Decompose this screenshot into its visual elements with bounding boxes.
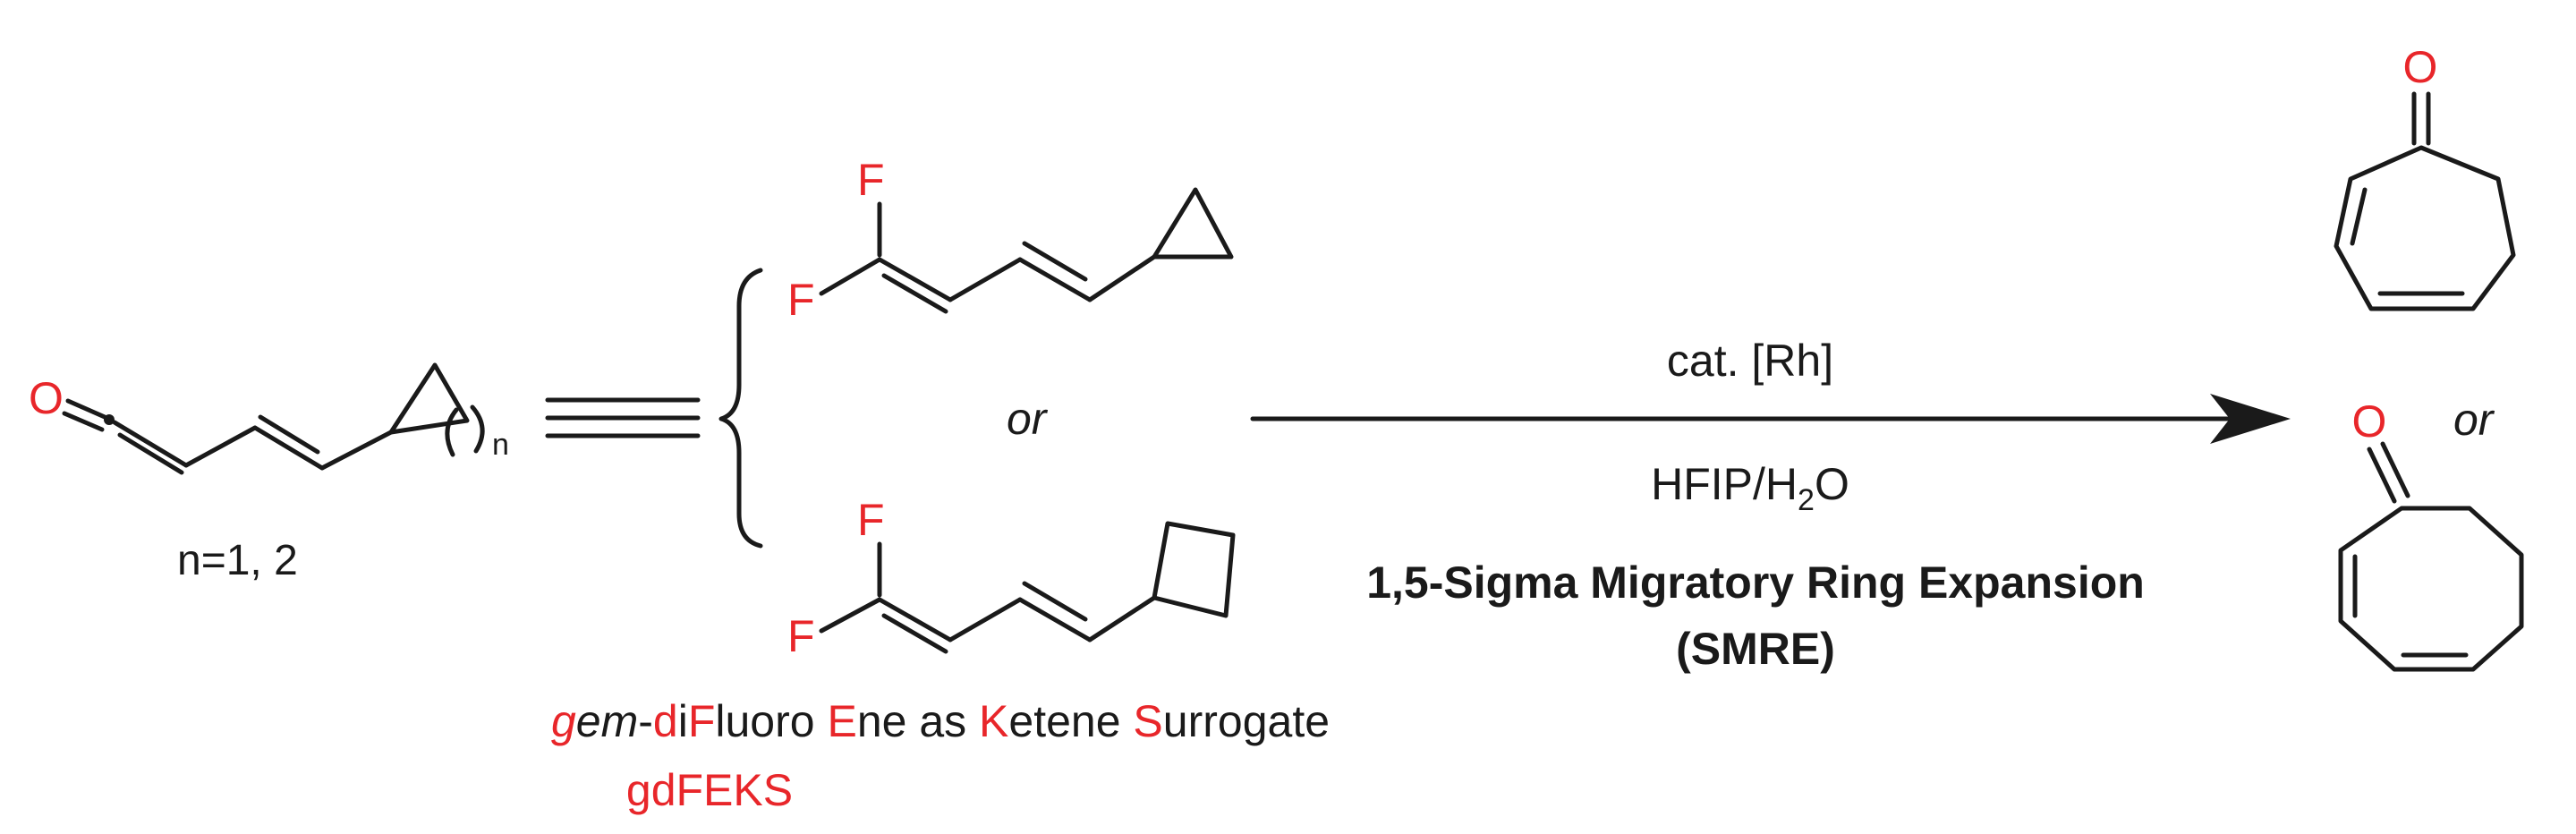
solvent-subscript: 2 (1798, 483, 1815, 517)
diene-ring-bond (1087, 254, 1157, 302)
product2-oxygen-label: O (2352, 396, 2387, 447)
ketene-ring-bond (319, 430, 394, 471)
ketene-structure: O n n=1, 2 (29, 362, 509, 584)
caption-part: S (1133, 696, 1162, 746)
equivalence-sign (545, 397, 701, 438)
caption-part: luoro (715, 696, 827, 746)
caption-part: F (688, 696, 716, 746)
product2-ring (2338, 506, 2524, 672)
or-label-products: or (2453, 395, 2495, 445)
ring-size-subscript: n (492, 428, 509, 462)
diene-bond-1-double (881, 273, 948, 314)
gem-difluoro-cyclopropyl-diene: F F (787, 155, 1234, 325)
cf-bond-bottom-2 (819, 597, 882, 634)
cycloheptadienone-product: O (2334, 42, 2516, 311)
solvent-tail: O (1815, 459, 1849, 509)
caption-part: ne as (857, 696, 979, 746)
caption-part: K (979, 696, 1008, 746)
surrogate-acronym: gdFEKS (626, 765, 793, 815)
product2-co-bond-2 (2380, 441, 2410, 498)
diene-ring-bond-2 (1087, 595, 1157, 643)
product1-oxygen-label: O (2403, 42, 2438, 92)
caption-part: g (551, 696, 576, 746)
catalyst-label: cat. [Rh] (1667, 336, 1833, 386)
or-label-middle: or (1007, 394, 1049, 444)
caption-part: - (638, 696, 653, 746)
product1-ring (2334, 145, 2516, 311)
caption-part: em (576, 696, 638, 746)
diene-bond-1b-double (881, 613, 948, 654)
diene-bond-2 (948, 257, 1023, 302)
reaction-abbrev: (SMRE) (1676, 624, 1835, 674)
caption-part: E (827, 696, 856, 746)
cyclooctadienone-product: O (2338, 396, 2524, 672)
curly-brace (718, 268, 763, 549)
caption-part: i (678, 696, 688, 746)
product1-double-1 (2350, 187, 2368, 246)
diene-bond-3-double (1022, 241, 1088, 282)
arrow-head (2210, 394, 2291, 444)
ketene-cc-bond (112, 420, 189, 468)
surrogate-caption: gem-diFluoro Ene as Ketene Surrogate (551, 696, 1330, 746)
diene-bond-3b-double (1022, 581, 1088, 622)
n-values-label: n=1, 2 (177, 537, 298, 584)
gem-difluoro-cyclobutyl-diene: F F (787, 495, 1236, 661)
cf-bond-bottom (819, 257, 882, 296)
fluorine-top-label-2: F (857, 495, 885, 545)
ketene-cycloalkane-ring (388, 362, 470, 435)
solvent-label: HFIP/H2O (1651, 459, 1849, 517)
ring-size-bracket-left (445, 407, 459, 457)
ketene-single-bond (183, 425, 258, 468)
cyclobutane-ring (1152, 521, 1236, 618)
ketene-oxygen-label: O (29, 373, 64, 423)
solvent-main: HFIP/H (1651, 459, 1798, 509)
fluorine-bottom-label: F (787, 275, 815, 325)
fluorine-top-label: F (857, 155, 885, 205)
diene-bond-3b (1017, 597, 1092, 643)
ketene-cc-bond-2 (117, 432, 184, 475)
diene-bond-2b (948, 597, 1023, 643)
caption-part: urrogate (1163, 696, 1330, 746)
ketene-vinyl-bond-2 (258, 414, 320, 455)
caption-part: d (653, 696, 678, 746)
reaction-name: 1,5-Sigma Migratory Ring Expansion (1366, 557, 2145, 608)
ketene-co-bond-2 (62, 411, 105, 432)
caption-part: etene (1008, 696, 1133, 746)
product2-co-bond (2367, 447, 2397, 504)
ketene-vinyl-bond (252, 425, 325, 471)
diene-bond-1 (877, 257, 953, 302)
ketene-co-bond (65, 398, 107, 420)
ring-size-bracket-right (470, 404, 485, 454)
fluorine-bottom-label-2: F (787, 611, 815, 661)
cyclopropane-ring (1152, 187, 1234, 260)
reaction-arrow (1250, 394, 2291, 444)
diene-bond-1b (877, 597, 953, 643)
diene-bond-3 (1017, 257, 1092, 302)
